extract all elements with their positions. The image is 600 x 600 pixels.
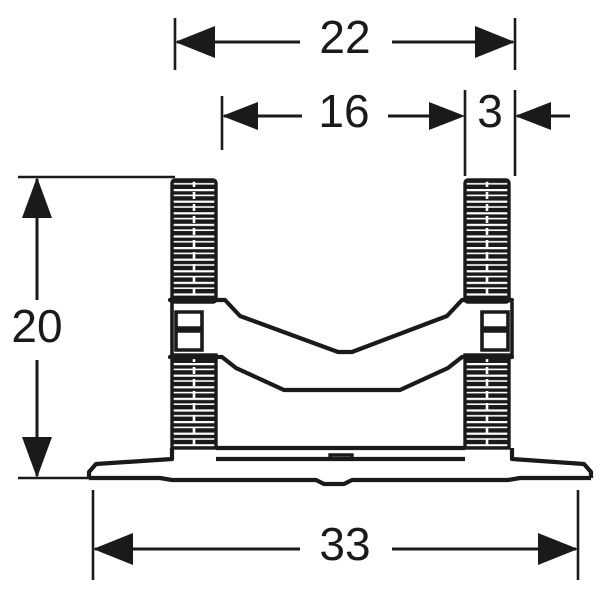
dimension-33: 33 xyxy=(91,490,580,580)
dimension-22: 22 xyxy=(173,11,517,70)
arrowhead-20-top xyxy=(22,177,52,218)
dimension-16: 16 xyxy=(220,85,467,176)
right-threaded-column-upper xyxy=(463,178,511,304)
dimension-label-22: 22 xyxy=(319,11,370,63)
arrowhead-22-left xyxy=(175,26,215,58)
dimension-label-33: 33 xyxy=(319,518,370,570)
arrowhead-20-bottom xyxy=(22,437,52,478)
dimension-20: 20 xyxy=(11,175,175,480)
arrowhead-22-right xyxy=(475,26,515,58)
arrowhead-16-right xyxy=(429,102,465,130)
left-threaded-column-upper xyxy=(170,178,218,304)
saddle-upper-profile xyxy=(167,297,515,355)
dimension-label-20: 20 xyxy=(11,300,62,352)
dimension-3: 3 xyxy=(477,85,570,176)
left-clip-bracket xyxy=(170,302,204,357)
right-clip-bracket xyxy=(480,302,514,357)
arrowhead-33-right xyxy=(538,533,578,565)
dimension-label-16: 16 xyxy=(318,85,369,137)
object-geometry xyxy=(86,178,594,487)
arrowhead-33-left xyxy=(93,533,133,565)
base-plate xyxy=(86,445,594,487)
dimension-label-3: 3 xyxy=(477,85,503,137)
left-threaded-column-lower xyxy=(170,353,218,450)
right-threaded-column-lower xyxy=(463,353,511,450)
saddle-lower-profile xyxy=(167,354,515,393)
arrowhead-3-right xyxy=(515,102,551,130)
arrowhead-16-left xyxy=(222,102,258,130)
